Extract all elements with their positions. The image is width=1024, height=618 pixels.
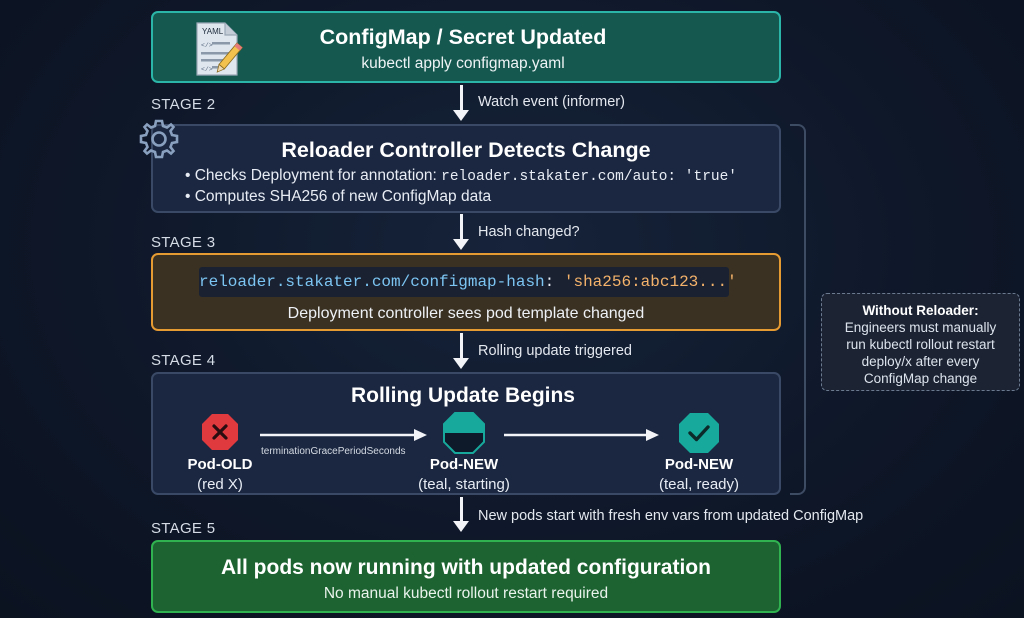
svg-text:</>: </>: [201, 66, 213, 73]
stage-bracket: [790, 124, 806, 495]
arrow-2-head: [453, 239, 469, 250]
gear-icon: [136, 116, 182, 162]
pod-new-starting-state: (teal, starting): [418, 476, 510, 493]
pod-new-ready-label: Pod-NEW (teal, ready): [629, 455, 769, 495]
stage5-subtitle: No manual kubectl rollout restart requir…: [323, 585, 609, 602]
stage5-label: STAGE 5: [151, 520, 216, 537]
note-line-2: run kubectl rollout restart: [846, 337, 995, 352]
pod-new-starting-label: Pod-NEW (teal, starting): [394, 455, 534, 495]
stage3-caption: Deployment controller sees pod template …: [287, 305, 645, 322]
without-reloader-note: Without Reloader: Engineers must manuall…: [821, 293, 1020, 391]
half-filled-octagon-icon: [442, 411, 486, 455]
stage3-code-sep: :: [544, 273, 564, 291]
pod-old-state: (red X): [197, 476, 243, 493]
arrow-4-head: [453, 521, 469, 532]
arrow-1-label: Watch event (informer): [478, 94, 625, 110]
stage2-bullet-1: • Checks Deployment for annotation: relo…: [185, 167, 738, 185]
note-line-4: ConfigMap change: [863, 371, 978, 386]
yaml-icon-text: YAML: [202, 27, 224, 36]
stage3-code-block: reloader.stakater.com/configmap-hash: 's…: [199, 267, 737, 297]
arrow-4-line: [460, 497, 463, 523]
stage2-bullet-2: • Computes SHA256 of new ConfigMap data: [185, 188, 492, 205]
stage2-bullet-1-text: Checks Deployment for annotation:: [194, 167, 437, 184]
stage5-title: All pods now running with updated config…: [221, 556, 711, 579]
arrow-4-label: New pods start with fresh env vars from …: [478, 508, 864, 524]
stage4-title: Rolling Update Begins: [350, 384, 575, 407]
transition-arrow-2: [504, 428, 660, 442]
note-line-1: Engineers must manually: [844, 320, 997, 335]
note-title: Without Reloader:: [862, 303, 979, 318]
svg-text:</>: </>: [201, 42, 213, 49]
stage3-code-value: 'sha256:abc123...': [563, 273, 737, 291]
arrow-2-line: [460, 214, 463, 241]
arrow-3-head: [453, 358, 469, 369]
pod-new-ready-state: (teal, ready): [658, 476, 740, 493]
yaml-file-icon: YAML </> </>: [193, 21, 253, 77]
stage2-label: STAGE 2: [151, 96, 216, 113]
stage2-bullets: • Checks Deployment for annotation: relo…: [185, 166, 737, 207]
arrow-3-line: [460, 333, 463, 361]
pod-new-starting-name: Pod-NEW: [429, 456, 499, 473]
stage4-label: STAGE 4: [151, 352, 216, 369]
transition-label: terminationGracePeriodSeconds: [261, 446, 406, 457]
stage2-title: Reloader Controller Detects Change: [281, 138, 651, 162]
stage3-label: STAGE 3: [151, 234, 216, 251]
arrow-2-label: Hash changed?: [478, 224, 580, 240]
stage4-box: Rolling Update Begins Pod-OLD (red X) te…: [151, 372, 781, 495]
x-octagon-icon: [200, 412, 240, 452]
note-line-3: deploy/x after every: [861, 354, 980, 369]
arrow-1-line: [460, 85, 463, 113]
stage5-box: All pods now running with updated config…: [151, 540, 781, 613]
stage3-code-key: reloader.stakater.com/configmap-hash: [199, 273, 545, 291]
stage2-box: Reloader Controller Detects Change • Che…: [151, 124, 781, 213]
pod-old-label: Pod-OLD (red X): [160, 455, 280, 495]
stage1-box: YAML </> </> ConfigMap / Secret Updated …: [151, 11, 781, 83]
check-octagon-icon: [677, 411, 721, 455]
arrow-1-head: [453, 110, 469, 121]
pod-old-name: Pod-OLD: [187, 456, 253, 473]
stage1-title: ConfigMap / Secret Updated: [319, 25, 607, 49]
stage2-bullet-2-text: Computes SHA256 of new ConfigMap data: [194, 188, 492, 205]
stage3-box: reloader.stakater.com/configmap-hash: 's…: [151, 253, 781, 331]
pod-new-ready-name: Pod-NEW: [664, 456, 734, 473]
transition-arrow-1: [260, 428, 428, 442]
arrow-3-label: Rolling update triggered: [478, 343, 632, 359]
stage2-annotation-code: reloader.stakater.com/auto: 'true': [441, 169, 738, 185]
stage1-subtitle: kubectl apply configmap.yaml: [361, 55, 565, 72]
